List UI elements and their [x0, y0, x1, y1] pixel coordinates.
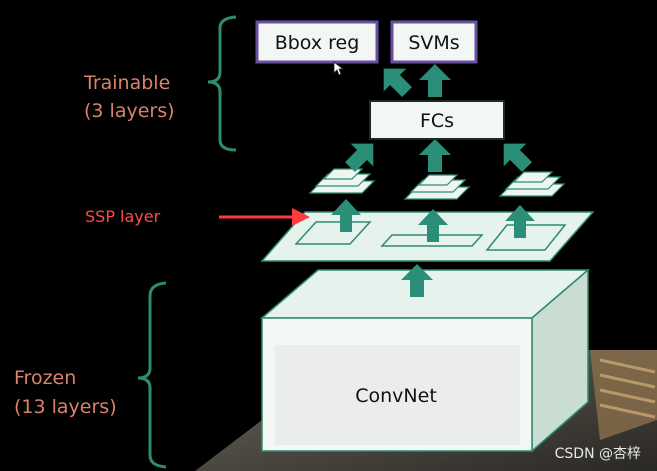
convnet-label: ConvNet	[355, 385, 437, 407]
green-arrow-icon	[419, 64, 451, 97]
fcs-label: FCs	[420, 110, 454, 132]
frozen-bracket	[137, 281, 167, 469]
green-arrow-icon	[345, 143, 374, 172]
green-arrow-icon	[401, 264, 433, 297]
csdn-watermark: CSDN @杏梓	[555, 446, 641, 462]
green-arrow-icon	[419, 139, 451, 172]
ssp-layer-label: SSP layer	[85, 207, 161, 226]
green-arrow-icon	[383, 68, 412, 97]
frozen-layers-label: (13 layers)	[14, 396, 117, 418]
green-arrow-icon	[505, 205, 535, 238]
svms-box: SVMs	[390, 20, 478, 64]
green-arrow-icon	[418, 209, 448, 242]
bbox-reg-label: Bbox reg	[275, 32, 360, 54]
pooled-bins-right	[498, 171, 566, 197]
pooled-bins-left	[308, 168, 376, 194]
frozen-label: Frozen	[14, 367, 76, 389]
green-arrow-icon	[331, 199, 361, 232]
bbox-reg-box: Bbox reg	[255, 20, 379, 64]
svms-label: SVMs	[408, 32, 459, 54]
trainable-bracket	[207, 15, 237, 152]
mouse-cursor-icon	[333, 61, 345, 76]
trainable-layers-label: (3 layers)	[84, 100, 175, 122]
convnet-block: ConvNet	[259, 268, 591, 453]
fcs-box: FCs	[369, 100, 505, 140]
pooled-bins-middle	[403, 174, 471, 200]
trainable-label: Trainable	[83, 72, 170, 94]
green-arrow-icon	[503, 143, 532, 172]
red-arrow-icon	[219, 208, 310, 226]
